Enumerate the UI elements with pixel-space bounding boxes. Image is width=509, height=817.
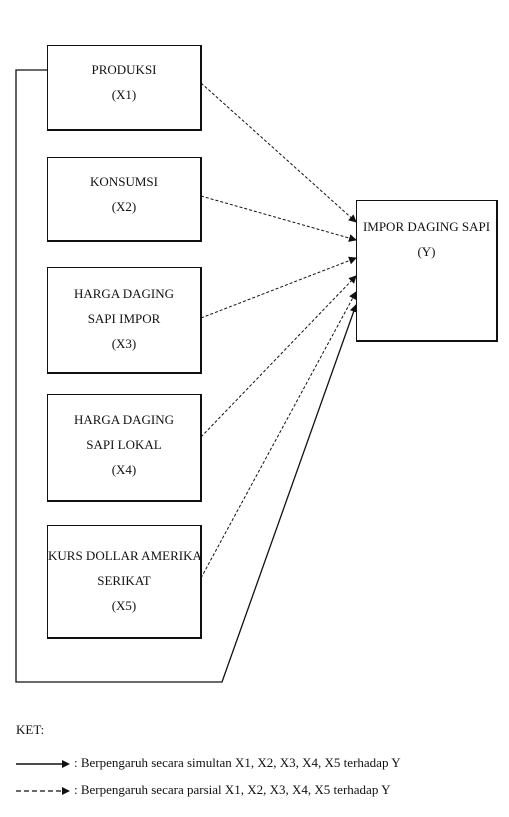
box-x1-line-2: (X1) [111, 87, 137, 102]
box-x5-line-3: (X5) [111, 598, 137, 613]
partial-arrow-x4 [200, 275, 357, 438]
box-x5-line-2: SERIKAT [97, 573, 151, 588]
legend-title: KET: [16, 722, 45, 737]
box-x4-line-1: HARGA DAGING [73, 412, 175, 427]
legend-simultaneous-row: : Berpengaruh secara simultan X1, X2, X3… [16, 755, 416, 773]
box-x4-line-3: (X4) [111, 462, 137, 477]
box-x2-line-1: KONSUMSI [90, 174, 158, 189]
legend-dashed-arrow-icon [16, 787, 70, 795]
legend-simultaneous-text: : Berpengaruh secara simultan X1, X2, X3… [74, 755, 401, 770]
legend-partial-row: : Berpengaruh secara parsial X1, X2, X3,… [16, 782, 416, 800]
box-x3-line-2: SAPI IMPOR [87, 311, 161, 326]
partial-arrow-x3 [200, 256, 357, 319]
partial-arrow-x2 [200, 195, 357, 242]
box-harga-sapi-impor-x3: HARGA DAGING SAPI IMPOR (X3) [47, 267, 202, 374]
box-kurs-dollar-x5: KURS DOLLAR AMERIKA SERIKAT (X5) [47, 525, 202, 639]
box-konsumsi-x2: KONSUMSI (X2) [47, 157, 202, 242]
partial-arrow-x1 [200, 82, 357, 223]
box-produksi-x1: PRODUKSI (X1) [47, 45, 202, 131]
box-x3-line-1: HARGA DAGING [73, 286, 175, 301]
box-x3-line-3: (X3) [111, 336, 137, 351]
box-x5-line-1: KURS DOLLAR AMERIKA [48, 548, 202, 563]
box-x4-line-2: SAPI LOKAL [86, 437, 162, 452]
legend-partial-text: : Berpengaruh secara parsial X1, X2, X3,… [74, 782, 391, 797]
legend-solid-arrow-icon [16, 760, 70, 768]
box-y-line-2: (Y) [417, 244, 436, 259]
box-x1-line-1: PRODUKSI [91, 62, 157, 77]
box-harga-sapi-lokal-x4: HARGA DAGING SAPI LOKAL (X4) [47, 394, 202, 502]
box-impor-daging-sapi-y: IMPOR DAGING SAPI (Y) [356, 200, 498, 342]
simultaneous-arrow-line [15, 69, 358, 683]
partial-arrow-x5 [200, 291, 357, 579]
box-y-line-1: IMPOR DAGING SAPI [362, 219, 491, 234]
box-x2-line-2: (X2) [111, 199, 137, 214]
